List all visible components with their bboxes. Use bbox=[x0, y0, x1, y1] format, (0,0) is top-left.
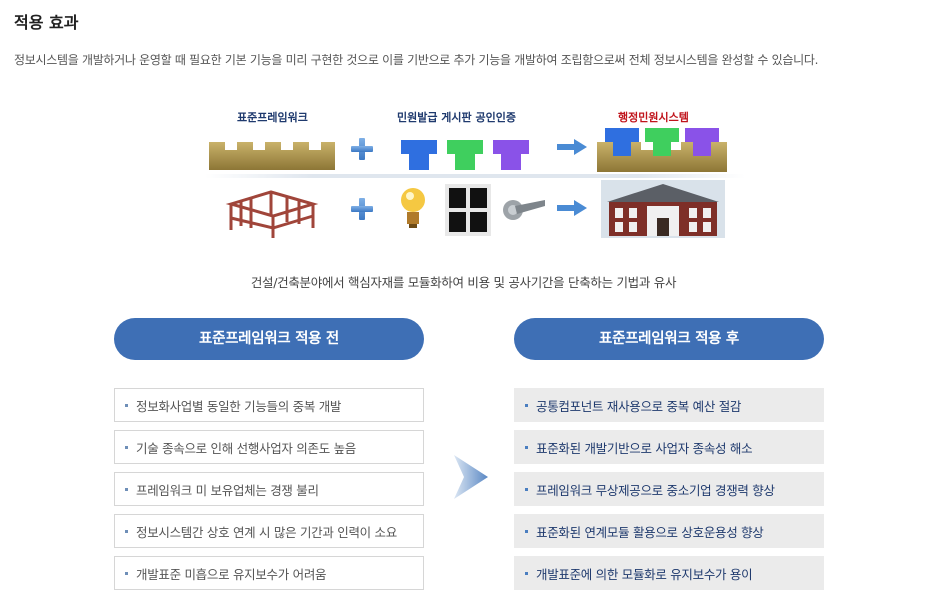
before-list: 정보화사업별 동일한 기능들의 중복 개발 기술 종속으로 인해 선행사업자 의… bbox=[114, 388, 424, 598]
bullet-icon bbox=[125, 445, 128, 449]
before-list-item: 정보화사업별 동일한 기능들의 중복 개발 bbox=[114, 388, 424, 422]
before-list-item: 프레임워크 미 보유업체는 경쟁 불리 bbox=[114, 472, 424, 506]
bullet-icon bbox=[525, 487, 528, 491]
assembled-system-icon bbox=[597, 128, 727, 172]
plus-icon bbox=[351, 198, 373, 220]
page-title: 적용 효과 bbox=[14, 13, 79, 32]
before-list-item: 정보시스템간 상호 연계 시 많은 기간과 인력이 소요 bbox=[114, 514, 424, 548]
after-list-item: 표준화된 개발기반으로 사업자 종속성 해소 bbox=[514, 430, 824, 464]
label-framework: 표준프레임워크 bbox=[237, 111, 308, 124]
after-list-item: 개발표준에 의한 모듈화로 유지보수가 용이 bbox=[514, 556, 824, 590]
caption-text: 건설/건축분야에서 핵심자재를 모듈화하여 비용 및 공사기간을 단축하는 기법… bbox=[250, 275, 677, 290]
label-components: 민원발급 게시판 공인인증 bbox=[397, 111, 516, 124]
component-blocks-icon bbox=[401, 140, 529, 170]
label-system: 행정민원시스템 bbox=[618, 111, 689, 124]
bullet-icon bbox=[525, 571, 528, 575]
bullet-icon bbox=[125, 529, 128, 533]
arrow-right-icon bbox=[557, 200, 587, 216]
bullet-icon bbox=[125, 487, 128, 491]
transition-arrow-icon bbox=[454, 455, 488, 499]
after-list-item: 프레임워크 무상제공으로 중소기업 경쟁력 향상 bbox=[514, 472, 824, 506]
before-list-item: 개발표준 미흡으로 유지보수가 어려움 bbox=[114, 556, 424, 590]
framework-base-icon bbox=[209, 142, 335, 170]
bullet-icon bbox=[125, 571, 128, 575]
after-list: 공통컴포넌트 재사용으로 중복 예산 절감 표준화된 개발기반으로 사업자 종속… bbox=[514, 388, 824, 598]
illustration-divider bbox=[205, 174, 745, 178]
window-icon bbox=[445, 184, 491, 236]
after-header: 표준프레임워크 적용 후 bbox=[514, 318, 824, 360]
plus-icon bbox=[351, 138, 373, 160]
bullet-icon bbox=[525, 445, 528, 449]
after-list-item: 표준화된 연계모듈 활용으로 상호운용성 향상 bbox=[514, 514, 824, 548]
building-icon bbox=[601, 180, 725, 238]
arrow-right-icon bbox=[557, 139, 587, 155]
intro-text: 정보시스템을 개발하거나 운영할 때 필요한 기본 기능을 미리 구현한 것으로… bbox=[14, 53, 819, 67]
door-handle-icon bbox=[503, 200, 545, 220]
before-list-item: 기술 종속으로 인해 선행사업자 의존도 높음 bbox=[114, 430, 424, 464]
lightbulb-icon bbox=[401, 188, 425, 228]
bullet-icon bbox=[525, 529, 528, 533]
after-list-item: 공통컴포넌트 재사용으로 중복 예산 절감 bbox=[514, 388, 824, 422]
steel-frame-icon bbox=[225, 190, 319, 238]
framework-illustration: 표준프레임워크 민원발급 게시판 공인인증 행정민원시스템 bbox=[205, 100, 745, 245]
before-header: 표준프레임워크 적용 전 bbox=[114, 318, 424, 360]
bullet-icon bbox=[525, 403, 528, 407]
bullet-icon bbox=[125, 403, 128, 407]
